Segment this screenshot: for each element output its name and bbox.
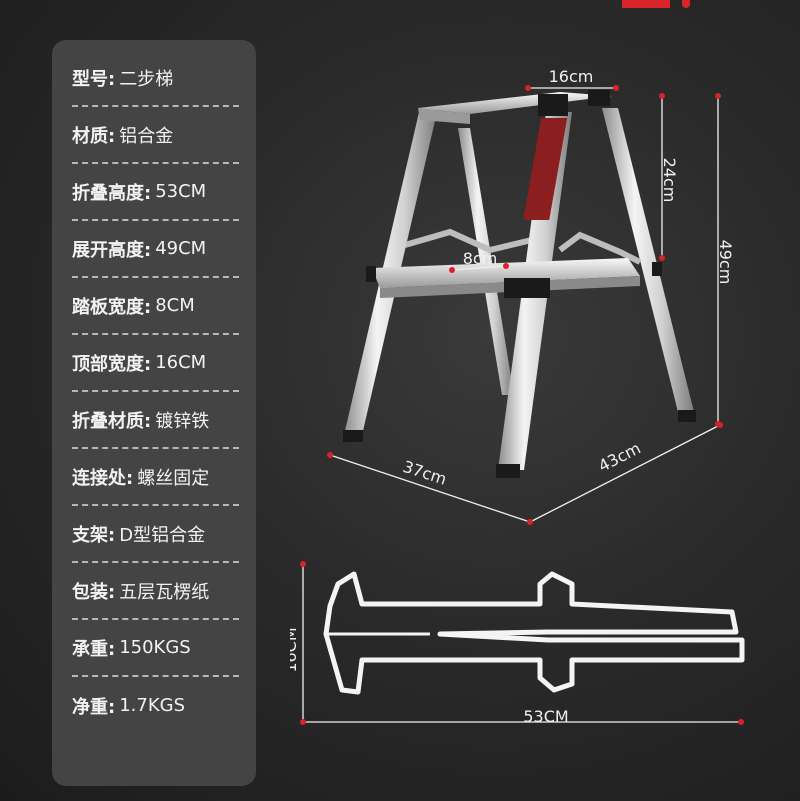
- spec-value: 1.7KGS: [119, 695, 186, 716]
- dim-label-left-depth: 37cm: [400, 457, 448, 489]
- foot-cap: [496, 464, 520, 478]
- dim-endpoint: [715, 93, 721, 99]
- spec-value: D型铝合金: [119, 524, 206, 546]
- dim-endpoint: [717, 422, 723, 428]
- spec-value: 铝合金: [119, 125, 174, 147]
- dim-endpoint: [613, 85, 619, 91]
- dim-endpoint: [527, 519, 533, 525]
- spec-value: 二步梯: [119, 68, 174, 90]
- spec-row: 材质:铝合金: [72, 107, 239, 164]
- spec-row: 净重:1.7KGS: [72, 677, 239, 734]
- spec-value: 螺丝固定: [137, 467, 210, 489]
- top-end-cap: [538, 94, 568, 116]
- spec-row: 顶部宽度:16CM: [72, 335, 239, 392]
- spec-value: 49CM: [155, 238, 207, 259]
- spec-key: 承重:: [72, 638, 116, 660]
- dim-label-total-height: 49cm: [716, 240, 735, 285]
- dim-endpoint: [300, 561, 306, 567]
- spec-key: 连接处:: [72, 467, 134, 489]
- spec-row: 承重:150KGS: [72, 620, 239, 677]
- spec-value: 53CM: [155, 181, 207, 202]
- spec-key: 折叠材质:: [72, 410, 152, 432]
- left-hinge: [404, 228, 541, 254]
- top-red-bar: [622, 0, 670, 8]
- spec-key: 支架:: [72, 524, 116, 546]
- spec-row: 连接处:螺丝固定: [72, 449, 239, 506]
- dim-label-folded-height: 16CM: [290, 627, 300, 672]
- spec-key: 型号:: [72, 68, 116, 90]
- top-step-edge: [418, 108, 470, 124]
- step-end-cap: [652, 262, 662, 276]
- spec-value: 五层瓦楞纸: [119, 581, 210, 603]
- step-end-cap: [504, 278, 550, 298]
- spec-key: 材质:: [72, 125, 116, 147]
- dim-line-step-width: [451, 265, 507, 271]
- spec-row: 踏板宽度:8CM: [72, 278, 239, 335]
- dim-label-top-height: 24cm: [660, 158, 679, 203]
- folded-ladder-outline: [323, 571, 745, 695]
- dim-line-left-depth: [329, 454, 531, 523]
- spec-row: 折叠高度:53CM: [72, 164, 239, 221]
- spec-key: 顶部宽度:: [72, 353, 152, 375]
- foot-cap: [678, 410, 696, 422]
- spec-value: 150KGS: [119, 637, 191, 658]
- spec-row: 折叠材质:镀锌铁: [72, 392, 239, 449]
- dim-line-right-depth: [529, 424, 721, 523]
- dim-endpoint: [738, 719, 744, 725]
- step-end-cap: [366, 266, 376, 282]
- top-end-cap: [588, 90, 610, 106]
- dim-label-top-width: 16cm: [549, 67, 594, 86]
- dim-endpoint: [503, 263, 509, 269]
- spec-key: 净重:: [72, 696, 116, 718]
- warning-label: [523, 118, 568, 220]
- spec-key: 折叠高度:: [72, 182, 152, 204]
- dim-endpoint: [300, 719, 306, 725]
- spec-row: 包装:五层瓦楞纸: [72, 563, 239, 620]
- foot-cap: [343, 430, 363, 442]
- top-red-dot: [682, 0, 690, 8]
- spec-value: 镀锌铁: [155, 410, 210, 432]
- dim-endpoint: [659, 93, 665, 99]
- top-step: [418, 92, 612, 114]
- dim-label-right-depth: 43cm: [595, 438, 643, 475]
- dim-endpoint: [327, 452, 333, 458]
- spec-row: 型号:二步梯: [72, 50, 239, 107]
- ladder-diagram: 16cm 24cm 49cm 8cm 37cm 43cm 16CM 53CM: [290, 67, 745, 726]
- spec-value: 16CM: [155, 352, 207, 373]
- right-hinge: [558, 231, 642, 265]
- spec-row: 支架:D型铝合金: [72, 506, 239, 563]
- spec-value: 8CM: [155, 295, 195, 316]
- dim-endpoint: [449, 267, 455, 273]
- spec-key: 踏板宽度:: [72, 296, 152, 318]
- spec-key: 展开高度:: [72, 239, 152, 261]
- back-right-leg: [602, 108, 695, 416]
- lower-step: [372, 258, 640, 288]
- back-left-leg: [458, 128, 514, 395]
- dim-label-step-width: 8cm: [463, 249, 498, 268]
- spec-row: 展开高度:49CM: [72, 221, 239, 278]
- dim-endpoint: [525, 85, 531, 91]
- spec-key: 包装:: [72, 581, 116, 603]
- dim-endpoint: [659, 255, 665, 261]
- spec-panel: 型号:二步梯 材质:铝合金 折叠高度:53CM 展开高度:49CM 踏板宽度:8…: [52, 40, 256, 786]
- dim-label-folded-length: 53CM: [523, 707, 568, 726]
